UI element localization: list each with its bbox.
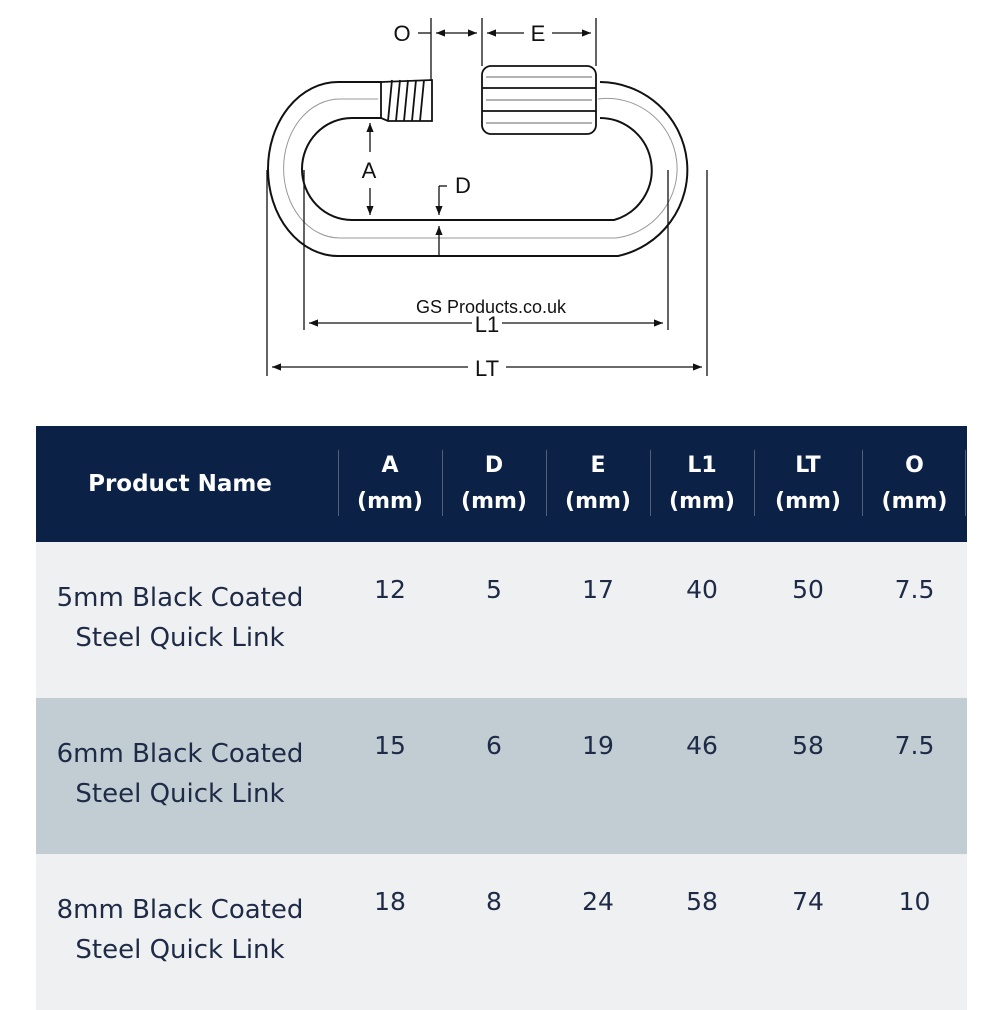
product-name-line: 6mm Black Coated [56,739,304,769]
value-cell-e: 17 [582,575,614,604]
header-unit: (mm) [775,489,841,514]
dimension-label-o: O [393,21,410,46]
column-divider [650,450,651,516]
table-row: 6mm Black Coated Steel Quick Link 15 6 1… [36,698,967,854]
quick-link-outline [267,81,689,257]
value-cell-l1: 58 [686,887,718,916]
dimension-lt [266,170,708,376]
product-name-line: Steel Quick Link [75,935,285,965]
value-cell-lt: 74 [792,887,824,916]
value-cell-o: 7.5 [894,731,935,760]
table-row: 8mm Black Coated Steel Quick Link 18 8 2… [36,854,967,1010]
dimension-label-e: E [531,21,546,46]
value-cell-o: 7.5 [894,575,935,604]
header-a: A (mm) [338,426,442,542]
header-l1: L1 (mm) [650,426,754,542]
header-e: E (mm) [546,426,650,542]
value-cell-a: 15 [374,731,406,760]
header-unit: (mm) [669,489,735,514]
dimension-d [435,185,447,256]
dimension-label-d: D [455,173,471,198]
value-cell-lt: 58 [792,731,824,760]
header-label: LT [795,453,821,478]
value-cell-d: 8 [486,887,502,916]
value-cell-lt: 50 [792,575,824,604]
header-o: O (mm) [862,426,967,542]
column-divider [862,450,863,516]
product-name-cell: 5mm Black Coated Steel Quick Link [30,578,330,658]
header-label: L1 [687,453,717,478]
value-cell-e: 24 [582,887,614,916]
column-divider [546,450,547,516]
value-cell-l1: 46 [686,731,718,760]
header-label: O [905,453,924,478]
value-cell-d: 5 [486,575,502,604]
dimension-label-a: A [362,158,377,183]
link-sheen-line [283,97,678,239]
quick-link-diagram: O E A D GS Products.co.uk L1 LT [266,18,708,381]
spec-table: Product Name A (mm) D (mm) E (mm) L1 (mm… [36,426,967,1010]
column-divider [338,450,339,516]
header-unit: (mm) [881,489,948,514]
product-name-line: Steel Quick Link [75,779,285,809]
header-unit: (mm) [357,489,423,514]
header-unit: (mm) [565,489,631,514]
header-product-name: Product Name [36,426,324,542]
watermark-text: GS Products.co.uk [416,297,567,317]
value-cell-l1: 40 [686,575,718,604]
product-name-line: 5mm Black Coated [56,583,304,613]
value-cell-a: 12 [374,575,406,604]
link-outer-outline [267,81,689,257]
product-name-cell: 8mm Black Coated Steel Quick Link [30,890,330,970]
sleeve-nut [481,65,597,135]
dimension-label-l1: L1 [475,312,499,337]
value-cell-o: 10 [898,887,931,916]
product-name-line: Steel Quick Link [75,623,285,653]
column-divider [442,450,443,516]
header-lt: LT (mm) [754,426,862,542]
value-cell-e: 19 [582,731,614,760]
product-name-line: 8mm Black Coated [56,895,304,925]
header-label: A [381,453,399,478]
header-label: E [590,453,606,478]
thread-end [380,79,433,122]
header-d: D (mm) [442,426,546,542]
value-cell-d: 6 [486,731,502,760]
table-header: Product Name A (mm) D (mm) E (mm) L1 (mm… [36,426,967,542]
dimension-label-lt: LT [475,356,499,381]
column-divider [754,450,755,516]
header-label: Product Name [88,471,272,497]
dimension-o [418,18,483,80]
header-unit: (mm) [461,489,527,514]
value-cell-a: 18 [374,887,406,916]
table-row: 5mm Black Coated Steel Quick Link 12 5 1… [36,542,967,698]
product-name-cell: 6mm Black Coated Steel Quick Link [30,734,330,814]
column-divider [965,450,966,516]
header-label: D [484,453,504,478]
link-inner-outline [301,117,653,221]
dimension-l1 [303,170,669,330]
dimension-e [487,18,597,66]
